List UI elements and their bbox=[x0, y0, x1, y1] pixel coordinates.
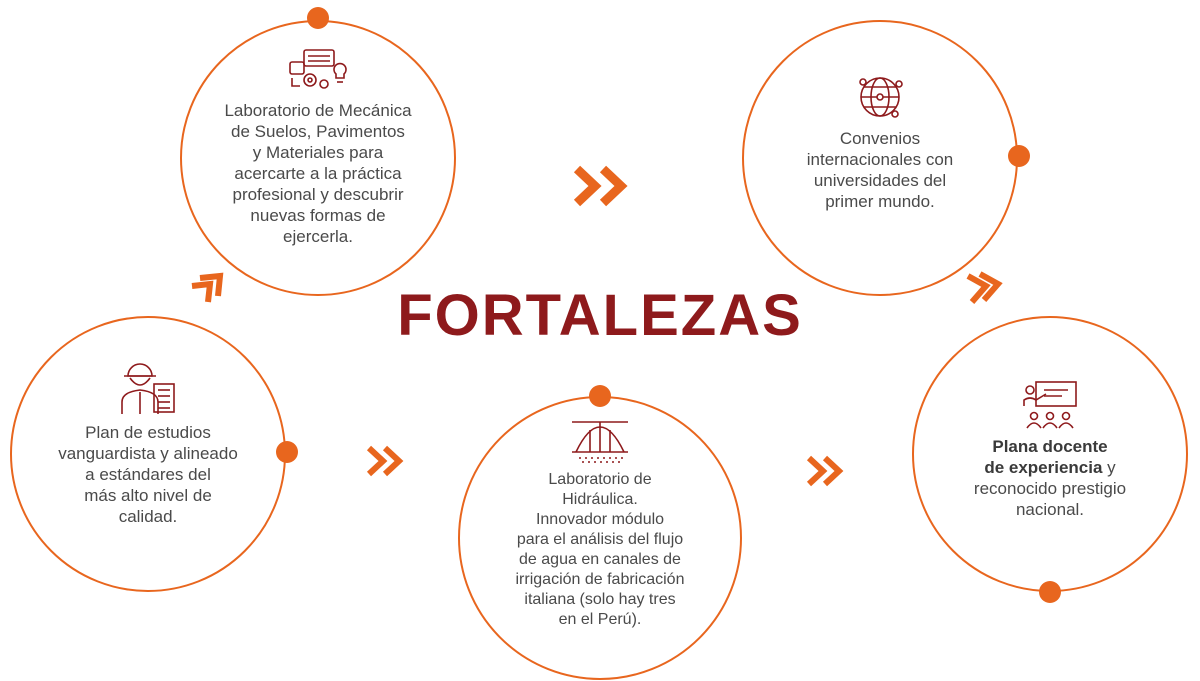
chevron-right-icon bbox=[573, 165, 628, 207]
strength-line: en el Perú). bbox=[558, 611, 642, 628]
strength-line: Convenios bbox=[839, 129, 921, 148]
chevron-right-icon bbox=[806, 455, 844, 487]
strength-line: italiana (solo hay tres bbox=[524, 591, 676, 608]
strength-line: primer mundo. bbox=[825, 192, 935, 211]
strength-line: universidades del bbox=[813, 171, 947, 190]
circle-dot bbox=[1008, 145, 1030, 167]
strength-line: Plan de estudios bbox=[85, 423, 211, 442]
strength-suffix: y bbox=[1102, 458, 1116, 477]
strength-bold-fragment: de experiencia bbox=[984, 458, 1103, 477]
strength-line: irrigación de fabricación bbox=[515, 571, 685, 588]
strength-content-lab-mecanica: Laboratorio de Mecánica de Suelos, Pavim… bbox=[195, 48, 441, 247]
strength-line: de Suelos, Pavimentos bbox=[231, 122, 405, 141]
strength-line: internacionales con bbox=[806, 150, 954, 169]
lab-equipment-icon bbox=[289, 49, 347, 89]
strength-line: de agua en canales de bbox=[519, 551, 681, 568]
strength-line: más alto nivel de bbox=[84, 486, 212, 505]
strength-line: calidad. bbox=[118, 507, 178, 526]
circle-dot bbox=[307, 7, 329, 29]
strength-line: vanguardista y alineado bbox=[58, 444, 238, 463]
strength-circle-plana-docente bbox=[912, 316, 1188, 592]
chevron-down-right-icon bbox=[966, 271, 1003, 304]
strength-line: ejercerla. bbox=[283, 227, 353, 246]
strength-content-plana-docente: Plana docente de experiencia y reconocid… bbox=[927, 380, 1173, 520]
strength-line: para el análisis del flujo bbox=[516, 531, 684, 548]
strength-line: Innovador módulo bbox=[535, 511, 665, 528]
strength-line: de experiencia y bbox=[927, 457, 1173, 478]
page-title: FORTALEZAS bbox=[397, 283, 803, 348]
chevron-right-icon bbox=[366, 445, 404, 477]
circle-dot bbox=[589, 385, 611, 407]
strength-content-convenios: Convenios internacionales con universida… bbox=[757, 72, 1003, 212]
strength-line: a estándares del bbox=[85, 465, 211, 484]
strength-line: Hidráulica. bbox=[562, 491, 638, 508]
strength-line: y Materiales para bbox=[252, 143, 384, 162]
engineer-clipboard-icon bbox=[121, 363, 175, 414]
globe-network-icon bbox=[859, 77, 903, 118]
strength-line: reconocido prestigio bbox=[973, 479, 1127, 498]
strength-line: nacional. bbox=[1015, 500, 1085, 519]
strength-line: Laboratorio de Mecánica bbox=[224, 101, 412, 120]
circle-dot bbox=[276, 441, 298, 463]
strength-line-bold: Plana docente bbox=[992, 437, 1108, 456]
teacher-classroom-icon bbox=[1023, 381, 1077, 429]
strength-circle-plan-estudios bbox=[10, 316, 286, 592]
strength-line: nuevas formas de bbox=[250, 206, 386, 225]
chevron-up-right-icon bbox=[191, 272, 224, 303]
hydraulic-channel-icon bbox=[572, 421, 628, 463]
strength-content-lab-hidraulica: Laboratorio de Hidráulica. Innovador mód… bbox=[475, 418, 725, 630]
strength-line: acercarte a la práctica bbox=[234, 164, 402, 183]
strength-content-plan-estudios: Plan de estudios vanguardista y alineado… bbox=[25, 358, 271, 527]
strength-line: profesional y descubrir bbox=[232, 185, 404, 204]
strength-line: Laboratorio de bbox=[548, 471, 652, 488]
circle-dot bbox=[1039, 581, 1061, 603]
